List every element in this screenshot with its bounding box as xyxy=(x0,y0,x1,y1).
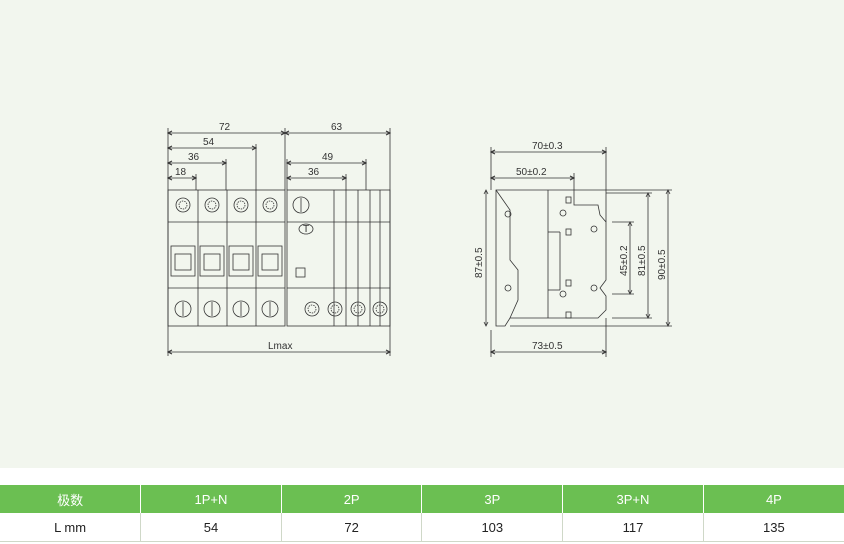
dim-72: 72 xyxy=(219,122,231,133)
dim-45: 45±0.2 xyxy=(619,245,630,276)
cell-3p: 103 xyxy=(421,513,564,542)
header-2p: 2P xyxy=(281,485,423,513)
table-header-row: 极数 1P+N 2P 3P 3P+N 4P xyxy=(0,485,844,513)
dim-49: 49 xyxy=(322,152,334,163)
dim-36a: 36 xyxy=(188,152,200,163)
header-3pn: 3P+N xyxy=(562,485,704,513)
dim-36b: 36 xyxy=(308,167,320,178)
dim-90: 90±0.5 xyxy=(657,249,668,280)
cell-label: L mm xyxy=(0,513,142,542)
dim-54: 54 xyxy=(203,137,215,148)
dim-70: 70±0.3 xyxy=(532,141,563,152)
dim-lmax: Lmax xyxy=(268,341,292,352)
spec-table: 极数 1P+N 2P 3P 3P+N 4P L mm 54 72 103 117… xyxy=(0,485,844,542)
dim-73: 73±0.5 xyxy=(532,341,563,352)
svg-text:T: T xyxy=(303,224,309,235)
cell-4p: 135 xyxy=(703,513,844,542)
cell-3pn: 117 xyxy=(562,513,704,542)
drawing-panel: T 72 63 xyxy=(0,0,844,468)
dim-18: 18 xyxy=(175,167,187,178)
dim-50: 50±0.2 xyxy=(516,167,547,178)
cell-2p: 72 xyxy=(281,513,423,542)
side-view: 70±0.3 50±0.2 73±0.5 87±0.5 45±0.2 81±0.… xyxy=(474,141,672,357)
header-poles: 极数 xyxy=(0,485,142,513)
header-1pn: 1P+N xyxy=(140,485,282,513)
front-view: T 72 63 xyxy=(166,122,392,356)
cell-1pn: 54 xyxy=(140,513,282,542)
dim-81: 81±0.5 xyxy=(637,245,648,276)
table-row: L mm 54 72 103 117 135 xyxy=(0,513,844,542)
dim-63: 63 xyxy=(331,122,343,133)
header-3p: 3P xyxy=(421,485,564,513)
dim-87: 87±0.5 xyxy=(474,247,485,278)
technical-drawing: T 72 63 xyxy=(166,122,672,357)
header-4p: 4P xyxy=(703,485,844,513)
